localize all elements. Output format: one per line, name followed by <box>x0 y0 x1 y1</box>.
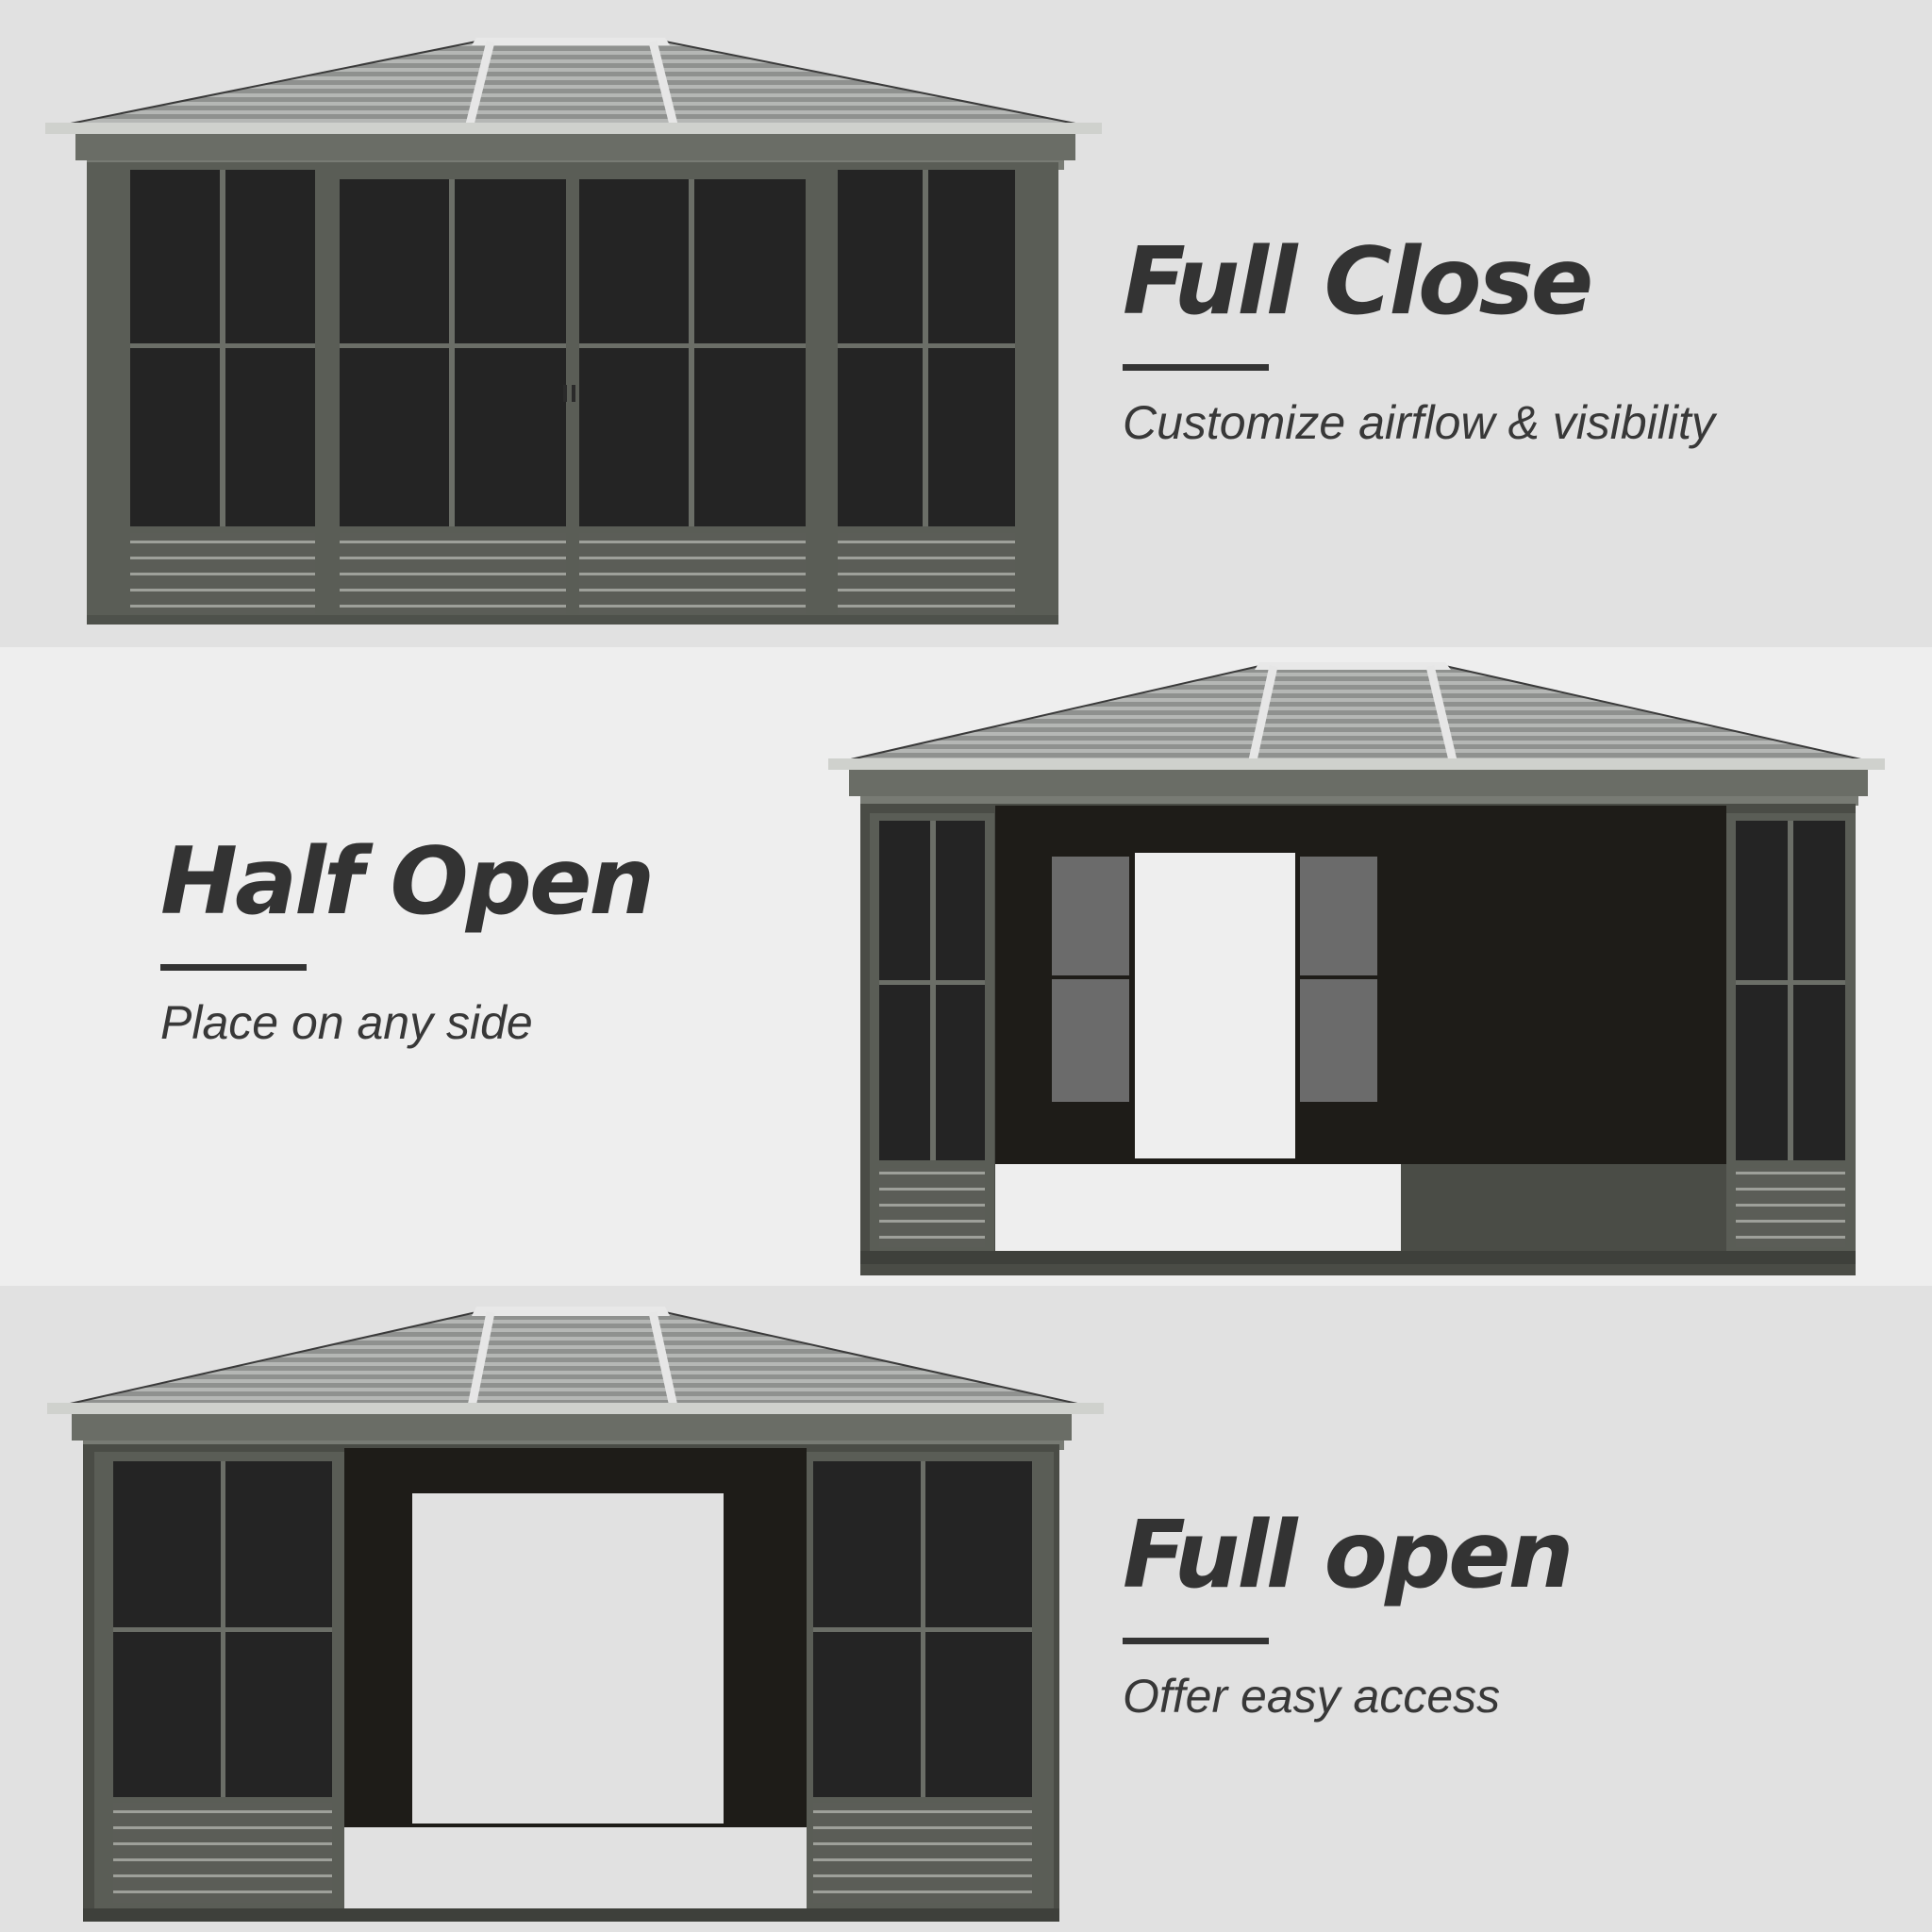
divider-rule <box>160 964 307 971</box>
divider-rule <box>1123 1638 1269 1644</box>
gazebo-half-open-image <box>828 662 1885 1275</box>
section-full-close: Full Close Customize airflow & visibilit… <box>0 0 1932 647</box>
subtitle-full-close: Customize airflow & visibility <box>1123 396 1715 449</box>
caption-half-open: Half Open Place on any side <box>160 828 655 1050</box>
subtitle-half-open: Place on any side <box>160 996 533 1049</box>
panel-group <box>130 170 1015 614</box>
section-half-open: Half Open Place on any side <box>0 647 1932 1286</box>
title-full-open: Full open <box>1123 1502 1574 1609</box>
section-full-open: Full open Offer easy access <box>0 1286 1932 1932</box>
caption-full-close: Full Close Customize airflow & visibilit… <box>1123 236 1715 450</box>
caption-full-open: Full open Offer easy access <box>1123 1502 1574 1724</box>
divider-rule <box>1123 364 1269 371</box>
subtitle-full-open: Offer easy access <box>1123 1670 1501 1723</box>
gazebo-full-close-image <box>45 38 1102 625</box>
title-full-close: Full Close <box>1123 228 1593 336</box>
gazebo-full-open-image <box>47 1307 1104 1922</box>
title-half-open: Half Open <box>160 828 655 936</box>
